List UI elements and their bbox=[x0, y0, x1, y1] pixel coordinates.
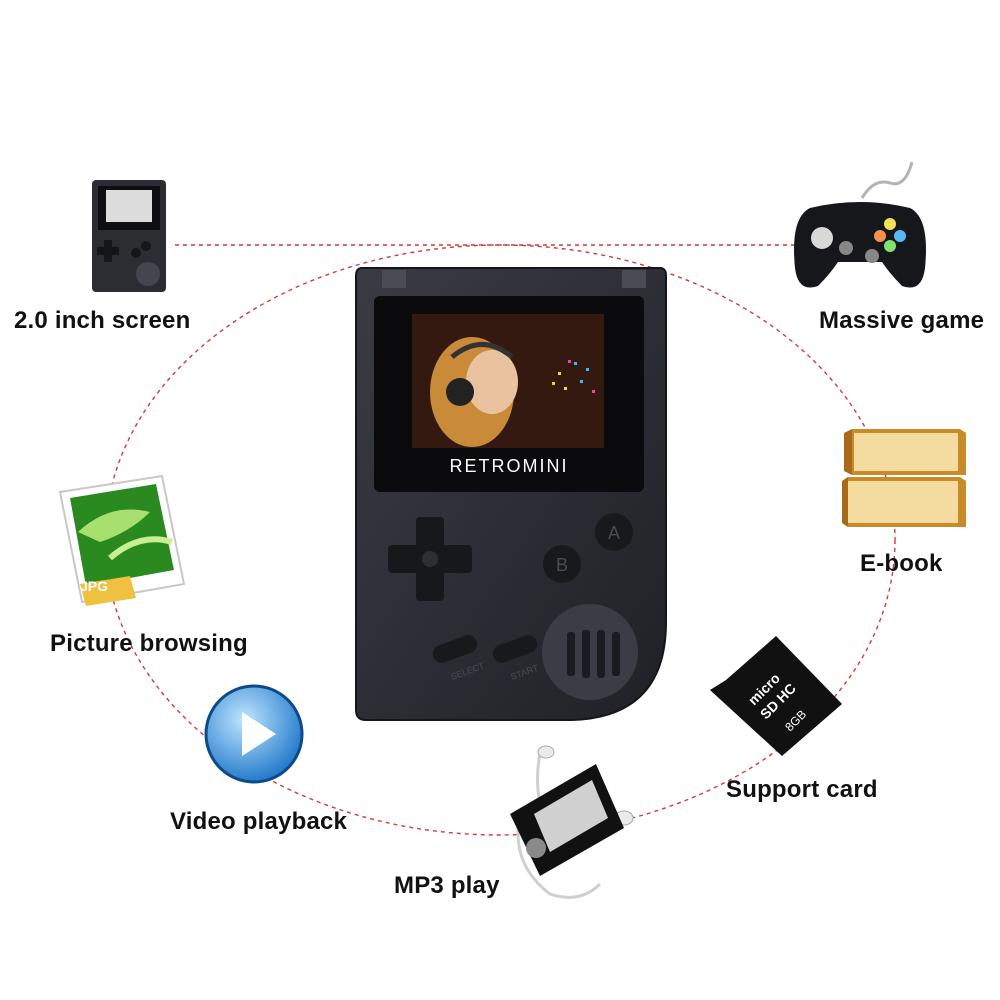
dpad[interactable] bbox=[388, 517, 472, 601]
feature-label-video: Video playback bbox=[170, 808, 348, 835]
brand-text: RETROMINI bbox=[450, 456, 569, 476]
retromini-device: RETROMINI A B SELECT START bbox=[355, 267, 667, 721]
jpg-tag: JPG bbox=[80, 578, 109, 594]
feature-label-sdcard: Support card bbox=[726, 776, 878, 803]
mini-device-icon bbox=[92, 180, 166, 292]
select-button[interactable] bbox=[430, 633, 479, 666]
mp3-player-icon bbox=[510, 745, 634, 899]
jpg-picture-icon bbox=[58, 474, 186, 606]
button-b-label: B bbox=[556, 555, 568, 575]
play-icon bbox=[204, 684, 304, 784]
gamepad-icon bbox=[794, 161, 926, 288]
button-b[interactable] bbox=[543, 545, 581, 583]
start-button[interactable] bbox=[490, 633, 539, 666]
screen-image-music-icon bbox=[430, 337, 595, 447]
feature-label-screen: 2.0 inch screen bbox=[14, 307, 191, 334]
feature-label-game: Massive game bbox=[819, 307, 985, 334]
sd-card-icon: micro SD HC 8GB bbox=[710, 636, 842, 756]
speaker-grille-icon bbox=[542, 604, 638, 700]
button-a[interactable] bbox=[595, 513, 633, 551]
feature-label-ebook: E-book bbox=[860, 550, 943, 577]
button-a-label: A bbox=[608, 523, 620, 543]
feature-label-mp3: MP3 play bbox=[394, 872, 500, 899]
books-icon bbox=[842, 429, 966, 527]
feature-label-picture: Picture browsing bbox=[50, 630, 248, 657]
